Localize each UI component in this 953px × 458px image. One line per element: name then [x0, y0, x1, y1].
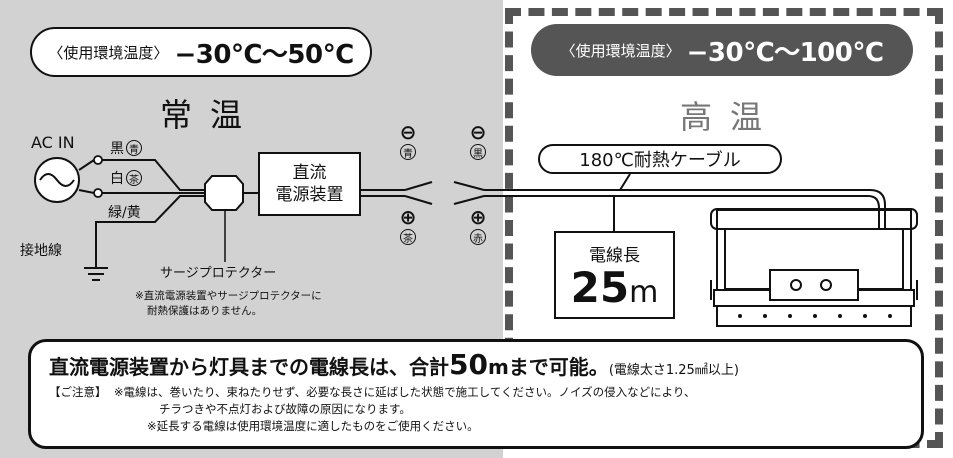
env-temp-range: −30℃〜50℃: [174, 39, 354, 70]
right-plus-marker: ⊕ 赤: [467, 205, 489, 245]
left-minus-color: 青: [400, 144, 416, 160]
surge-protector: [204, 175, 244, 211]
wire-black-label: 黒 青: [110, 138, 142, 158]
dc-power-supply: 直流 電源装置: [258, 152, 361, 216]
normal-temp-range-pill: 〈使用環境温度〉 −30℃〜50℃: [30, 27, 372, 77]
psu-note: ※直流電源装置やサージプロテクターに 耐熱保護はありません。: [135, 289, 322, 319]
wire-white-text: 白: [110, 171, 124, 187]
terminal-black: [93, 155, 103, 165]
high-temp-range-pill: 〈使用環境温度〉 −30℃〜100℃: [531, 24, 913, 76]
plus-icon: ⊕: [469, 205, 487, 229]
ground-wire-label: 接地線: [20, 243, 62, 259]
headline-suffix: mまで可能。: [487, 355, 609, 379]
right-minus-color: 黒: [470, 144, 486, 160]
heat-resistant-cable-label: 180℃耐熱ケーブル: [538, 144, 782, 174]
minus-icon: ⊖: [399, 120, 417, 144]
luminaire: [710, 208, 918, 327]
wire-white-label: 白 茶: [110, 168, 142, 188]
wire-white-alt: 茶: [126, 170, 142, 186]
right-minus-marker: ⊖ 黒: [467, 120, 489, 160]
psu-label-line1: 直流: [292, 163, 327, 183]
ac-in-label: AC IN: [31, 133, 75, 152]
minus-icon: ⊖: [469, 120, 487, 144]
terminal-white: [93, 188, 103, 198]
ac-wave: [39, 173, 75, 187]
surge-protector-label: サージプロテクター: [160, 266, 277, 281]
left-minus-marker: ⊖ 青: [397, 120, 419, 160]
psu-note-line2: 耐熱保護はありません。: [147, 305, 263, 317]
caution-label: 【ご注意】: [49, 385, 107, 399]
wire-black-text: 黒: [110, 141, 124, 157]
psu-note-line1: ※直流電源装置やサージプロテクターに: [135, 290, 322, 302]
caution-line3: ※延長する電線は使用環境温度に適したものをご使用ください。: [147, 419, 479, 433]
caution-notes: 【ご注意】 ※電線は、巻いたり、束ねたりせず、必要な長さに延ばした状態で施工して…: [49, 384, 695, 435]
env-temp-range: −30℃〜100℃: [686, 37, 884, 68]
left-plus-color: 茶: [400, 229, 416, 245]
headline-subnote: (電線太さ1.25㎟以上): [608, 363, 739, 378]
cable-length-label: 電線長: [589, 246, 640, 266]
cable-length-box: 電線長 25m: [554, 231, 675, 319]
normal-temp-title: 常温: [160, 96, 261, 134]
notice-box: 直流電源装置から灯具までの電線長は、合計50mまで可能。(電線太さ1.25㎟以上…: [28, 339, 924, 449]
cable-length-unit: m: [629, 275, 659, 310]
headline-number: 50: [449, 348, 488, 381]
wire-green-label: 緑/黄: [108, 205, 141, 221]
right-plus-color: 赤: [470, 229, 486, 245]
caution-line1: ※電線は、巻いたり、束ねたりせず、必要な長さに延ばした状態で施工してください。ノ…: [113, 385, 696, 399]
env-temp-label: 〈使用環境温度〉: [560, 41, 681, 60]
notice-headline: 直流電源装置から灯具までの電線長は、合計50mまで可能。(電線太さ1.25㎟以上…: [49, 348, 739, 381]
wire-black-alt: 青: [126, 140, 142, 156]
left-plus-marker: ⊕ 茶: [397, 205, 419, 245]
plus-icon: ⊕: [399, 205, 417, 229]
caution-line2: チラつきや不点灯および故障の原因になります。: [159, 402, 411, 416]
psu-label-line2: 電源装置: [275, 185, 344, 205]
headline-text: 直流電源装置から灯具までの電線長は、合計: [49, 355, 449, 379]
env-temp-label: 〈使用環境温度〉: [48, 43, 169, 62]
high-temp-title: 高温: [680, 98, 781, 136]
cable-length-value: 25: [570, 263, 630, 312]
